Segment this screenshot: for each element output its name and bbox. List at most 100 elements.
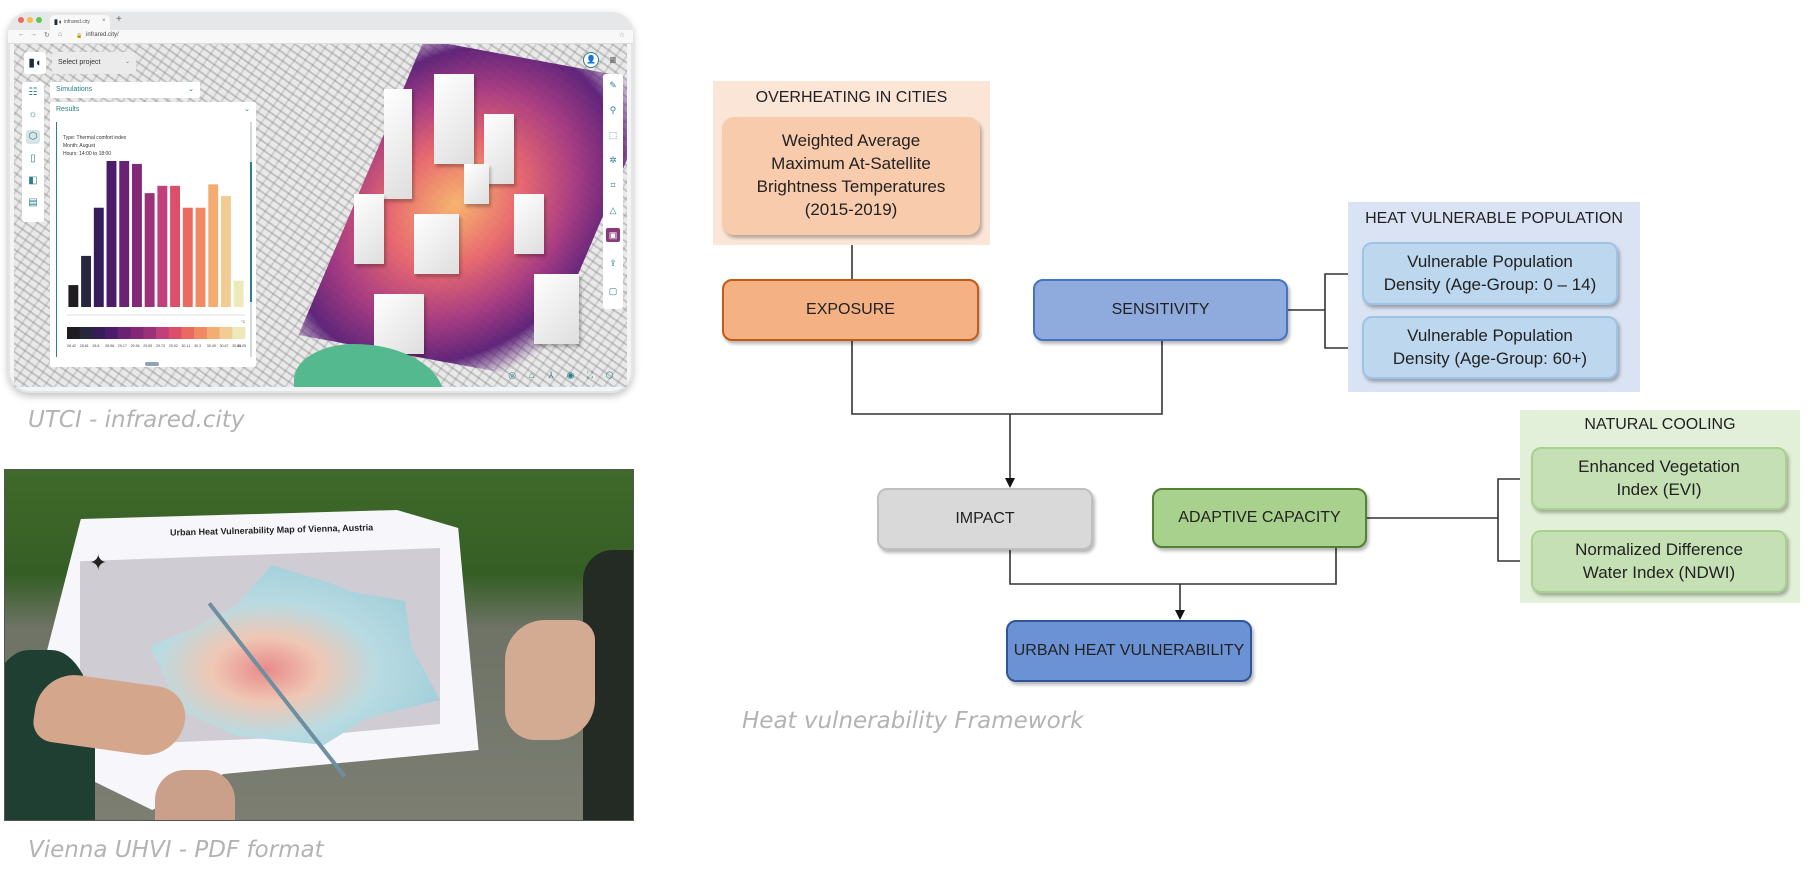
colorbar-segment (206, 327, 220, 339)
cube-icon[interactable]: ⬡ (26, 130, 40, 144)
map-viewport[interactable]: ▮◖ Select project ⌄ ☷ ☼ ⬡ ▯ ◧ ▤ Simulati… (14, 44, 627, 387)
building (434, 74, 474, 164)
compass-icon[interactable]: ◎ (508, 370, 517, 380)
chevron-down-icon: ⌄ (124, 59, 130, 65)
infrared-city-screenshot: ▮◖ infrared.city × + ← → ↻ ⌂ 🔒 infrared.… (8, 12, 633, 393)
histogram-bar (68, 285, 79, 307)
hamburger-menu-icon[interactable]: ≡ (609, 53, 617, 67)
bell-icon[interactable]: △ (609, 205, 617, 215)
urban-heat-vulnerability-label: URBAN HEAT VULNERABILITY (1013, 642, 1245, 660)
lock-icon: 🔒 (76, 33, 83, 39)
results-label: Results (56, 106, 80, 113)
impact-node: IMPACT (877, 488, 1093, 550)
holding-hand (155, 770, 235, 820)
simulations-panel[interactable]: Simulations ⌄ (50, 82, 200, 98)
user-avatar-icon[interactable]: 👤 (583, 52, 599, 68)
colorbar-tick-label: 30.3 (194, 344, 201, 348)
node-line: Brightness Temperatures (756, 177, 946, 196)
histogram-bar (157, 185, 168, 307)
close-tab-icon[interactable]: × (102, 18, 106, 24)
node-line: Vulnerable Population (1407, 251, 1573, 271)
histogram-bar (81, 255, 92, 307)
building (414, 214, 459, 274)
histogram-bar (131, 163, 142, 307)
building (514, 194, 544, 254)
cube-icon[interactable]: ⬡ (605, 370, 614, 380)
home-icon[interactable]: ⌂ (58, 31, 63, 38)
clipboard-icon[interactable]: ▤ (28, 197, 38, 208)
colorbar-tick-label: 30.49 (207, 344, 216, 348)
colorbar-tick-label: 28.8 (92, 344, 99, 348)
arrowhead-uhv (1175, 610, 1185, 620)
bookmark-star-icon[interactable]: ☆ (618, 32, 625, 39)
ndwi-node: Normalized Difference Water Index (NDWI) (1531, 530, 1787, 593)
compare-icon[interactable]: ◧ (28, 175, 38, 186)
eye-icon[interactable]: ◉ (566, 370, 575, 380)
colorbar-segment (117, 327, 131, 339)
layers-icon[interactable]: ▯ (30, 153, 36, 164)
tab-title: infrared.city (64, 19, 90, 25)
chevron-down-icon[interactable]: ⌄ (188, 86, 194, 93)
save-icon[interactable]: ▢ (608, 286, 618, 296)
browser-tab-bar: ▮◖ infrared.city × + (8, 12, 633, 30)
scrollbar-thumb[interactable] (250, 162, 252, 302)
overheating-title: OVERHEATING IN CITIES (755, 89, 948, 106)
adaptive-capacity-label: ADAPTIVE CAPACITY (1178, 509, 1341, 527)
histogram-bar (220, 196, 231, 307)
cooling-bracket (1497, 478, 1531, 562)
vienna-caption: Vienna UHVI - PDF format (28, 837, 324, 863)
utci-caption: UTCI - infrared.city (28, 407, 245, 433)
simulations-label: Simulations (56, 86, 93, 93)
histogram-bar (195, 207, 206, 307)
result-type: Type: Thermal comfort index (63, 135, 127, 141)
colorbar-tick-label: 30.11 (181, 344, 190, 348)
robot-icon[interactable]: ▣ (606, 228, 620, 242)
upload-icon[interactable]: ⇪ (609, 258, 617, 268)
colorbar-segment (219, 327, 233, 339)
exposure-node: EXPOSURE (722, 279, 979, 341)
project-select[interactable]: Select project ⌄ (52, 52, 136, 74)
fullscreen-icon[interactable]: ⛶ (586, 370, 594, 380)
histogram-bar (93, 207, 104, 307)
maximize-window-dot[interactable] (36, 17, 42, 23)
ruler-icon[interactable]: ⅄ (548, 370, 554, 380)
colorbar-segment (130, 327, 144, 339)
back-icon[interactable]: ← (18, 31, 25, 38)
reload-icon[interactable]: ↻ (44, 32, 50, 39)
building (354, 194, 384, 264)
app-logo[interactable]: ▮◖ (24, 52, 46, 74)
resize-handle[interactable] (145, 362, 159, 366)
user-location-icon[interactable]: ⚲ (609, 105, 617, 115)
home-icon[interactable]: ⌂ (528, 370, 535, 380)
population-bracket (1324, 273, 1362, 349)
minimize-window-dot[interactable] (27, 17, 33, 23)
pencil-icon[interactable]: ✎ (609, 80, 617, 90)
node-line: Index (EVI) (1616, 479, 1702, 499)
impact-adaptive-join (1009, 548, 1337, 585)
focus-icon[interactable]: ⌗ (610, 180, 616, 190)
new-tab-icon[interactable]: + (116, 14, 122, 25)
left-toolbar: ☷ ☼ ⬡ ▯ ◧ ▤ (22, 82, 44, 222)
chevron-down-icon[interactable]: ⌄ (244, 106, 250, 113)
colorbar-segment (168, 327, 182, 339)
forward-icon[interactable]: → (30, 31, 37, 38)
node-line: Density (Age-Group: 60+) (1392, 348, 1588, 368)
sliders-icon[interactable]: ☷ (28, 87, 38, 98)
building (374, 294, 424, 354)
colorbar-tick-label: 29.73 (156, 344, 165, 348)
node-line: Weighted Average (781, 131, 921, 151)
building (484, 114, 514, 184)
colorbar-segment (181, 327, 195, 339)
building (534, 274, 579, 344)
close-window-dot[interactable] (18, 17, 24, 23)
north-arrow-icon: ✦ (89, 550, 108, 575)
histogram-bar (182, 207, 193, 307)
histogram-bar (208, 184, 219, 307)
wind-icon[interactable]: ✲ (609, 155, 617, 165)
sun-icon[interactable]: ☼ (28, 109, 38, 120)
browser-tab[interactable]: ▮◖ infrared.city × (50, 15, 110, 30)
url-field[interactable]: infrared.city/ (86, 32, 119, 38)
node-line: Enhanced Vegetation (1578, 456, 1740, 476)
select-area-icon[interactable]: ⬚ (608, 130, 618, 140)
